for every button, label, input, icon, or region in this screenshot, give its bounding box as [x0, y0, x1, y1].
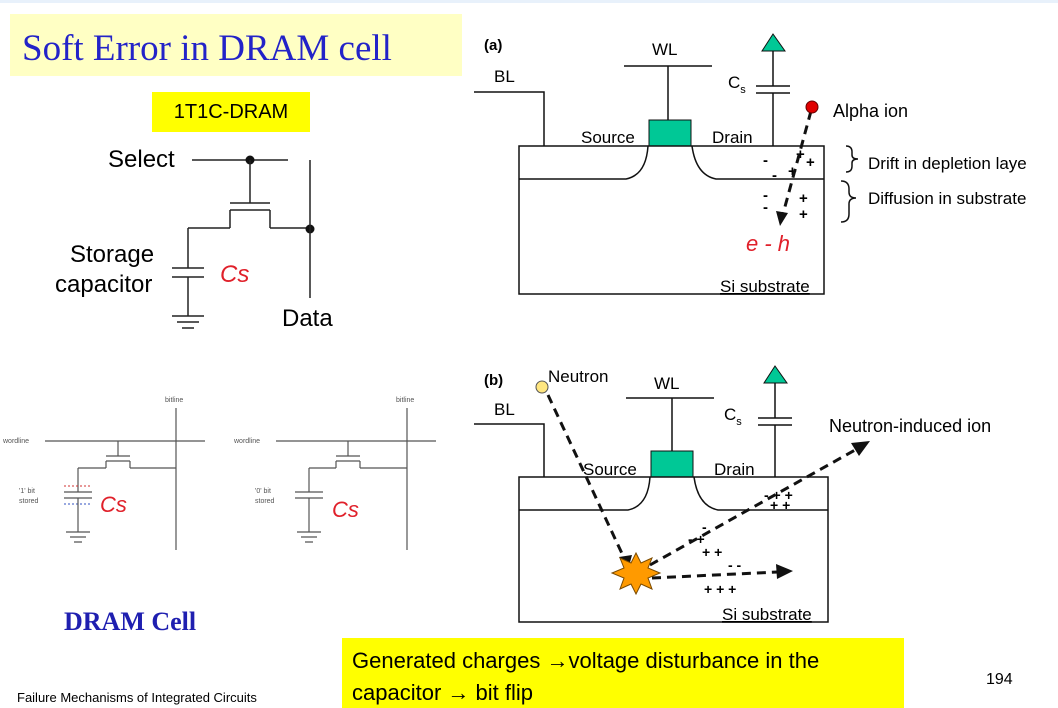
ground-right — [297, 531, 321, 543]
charge-b-5: + + — [702, 544, 722, 560]
charge-plus-2: + — [806, 154, 815, 171]
brace-drift — [845, 145, 859, 173]
source-well-a — [519, 145, 649, 180]
title-background — [10, 14, 462, 76]
wordline-label-left: wordline — [2, 438, 29, 445]
alpha-ion-label: Alpha ion — [833, 101, 908, 121]
ion-arrowhead-up — [851, 441, 870, 456]
charge-minus-4: - — [763, 199, 768, 216]
drain-label-b: Drain — [714, 460, 755, 479]
charge-plus-5: + — [799, 206, 808, 223]
transistor-channel — [229, 209, 271, 228]
ground-left — [66, 531, 90, 543]
ion-track-up — [649, 448, 856, 567]
vdd-triangle-b — [763, 365, 788, 384]
brace-diffusion — [840, 180, 857, 223]
channel-left — [105, 460, 131, 468]
source-well-b — [519, 476, 651, 511]
data-label: Data — [282, 305, 333, 332]
charge-b-7: + + + — [704, 581, 736, 597]
substrate-label-b: Si substrate — [722, 605, 812, 624]
neutron-ion-label: Neutron-induced ion — [829, 416, 991, 436]
caption-line-2: capacitor → bit flip — [352, 680, 533, 705]
ion-arrowhead-right — [776, 564, 793, 579]
right-stored-line2: stored — [255, 498, 275, 505]
label-b: (b) — [484, 372, 503, 389]
wl-label-b: WL — [654, 374, 680, 393]
eh-handwritten: e - h — [746, 231, 790, 256]
charge-b-3: - — [702, 519, 707, 535]
alpha-track-a — [781, 110, 813, 215]
caption-background — [342, 638, 904, 708]
storage-label-line2: capacitor — [55, 271, 152, 298]
alpha-arrowhead-a — [776, 211, 788, 226]
caption-line-1: Generated charges →voltage disturbance i… — [352, 648, 820, 673]
charge-minus-1: - — [763, 152, 768, 169]
page-number: 194 — [986, 671, 1013, 688]
bl-wire-b — [474, 423, 545, 477]
bl-label-a: BL — [494, 67, 515, 86]
vdd-triangle-a — [761, 33, 786, 52]
substrate-label-a: Si substrate — [720, 277, 810, 296]
diagram-neutron: (b) Neutron BL WL Cs Source Drain - + + … — [474, 365, 991, 624]
substrate-box-a — [518, 145, 825, 295]
schematic-1t1c: Select Storage capacitor Cs Data — [55, 146, 333, 332]
cs-handwritten-right: Cs — [332, 497, 359, 522]
dram-cells-pair: bitline wordline '1' bit stored Cs bitli… — [2, 397, 436, 550]
neutron-track — [546, 394, 627, 561]
channel-right — [335, 460, 361, 468]
select-label: Select — [108, 146, 175, 173]
right-stored-line1: '0' bit — [255, 488, 271, 495]
neutron-label: Neutron — [548, 367, 608, 386]
label-a: (a) — [484, 37, 502, 54]
diagram-alpha-ion: (a) BL WL Cs Source Drain - - + + + - - … — [474, 33, 1027, 296]
wordline-label-right: wordline — [233, 438, 260, 445]
collision-burst-icon — [610, 551, 662, 596]
diffusion-label: Diffusion in substrate — [868, 189, 1026, 208]
cs-label-b: Cs — [724, 405, 742, 428]
charge-b-2: + + — [770, 497, 790, 513]
neutron-dot — [535, 380, 549, 394]
left-stored-line2: stored — [19, 498, 39, 505]
cs-handwritten: Cs — [220, 261, 249, 288]
bitline-label-left: bitline — [165, 397, 183, 404]
bl-label-b: BL — [494, 400, 515, 419]
wl-label-a: WL — [652, 40, 678, 59]
substrate-box-b — [518, 476, 829, 623]
drain-well-a — [691, 145, 824, 180]
left-stored-line1: '1' bit — [19, 488, 35, 495]
charge-minus-3: - — [763, 187, 768, 204]
ground-symbol — [172, 315, 204, 329]
slide-title: Soft Error in DRAM cell — [22, 28, 392, 69]
charge-plus-4: + — [799, 190, 808, 207]
cs-label-a: Cs — [728, 73, 746, 96]
alpha-ion-dot — [805, 100, 819, 114]
footer-text: Failure Mechanisms of Integrated Circuit… — [17, 690, 257, 705]
bl-wire-a — [474, 91, 545, 146]
dram-cell-label: DRAM Cell — [64, 607, 197, 636]
bitline-label-right: bitline — [396, 397, 414, 404]
source-label-a: Source — [581, 128, 635, 147]
drain-well-b — [693, 476, 828, 511]
charge-minus-2: - — [772, 167, 777, 184]
charge-b-1: - + + — [764, 487, 793, 503]
charge-b-6: - - — [728, 557, 742, 573]
gate-a — [648, 119, 692, 147]
cs-handwritten-left: Cs — [100, 492, 127, 517]
ion-track-right — [651, 570, 779, 580]
charge-plus-1: + — [796, 146, 805, 163]
drain-label-a: Drain — [712, 128, 753, 147]
charge-plus-3: + — [788, 163, 797, 180]
storage-label-line1: Storage — [70, 241, 154, 268]
dram-type-tag: 1T1C-DRAM — [173, 101, 289, 123]
tag-background — [152, 92, 310, 132]
source-label-b: Source — [583, 460, 637, 479]
gate-b — [650, 450, 694, 478]
top-rule — [0, 0, 1058, 3]
drift-label: Drift in depletion laye — [868, 154, 1027, 173]
